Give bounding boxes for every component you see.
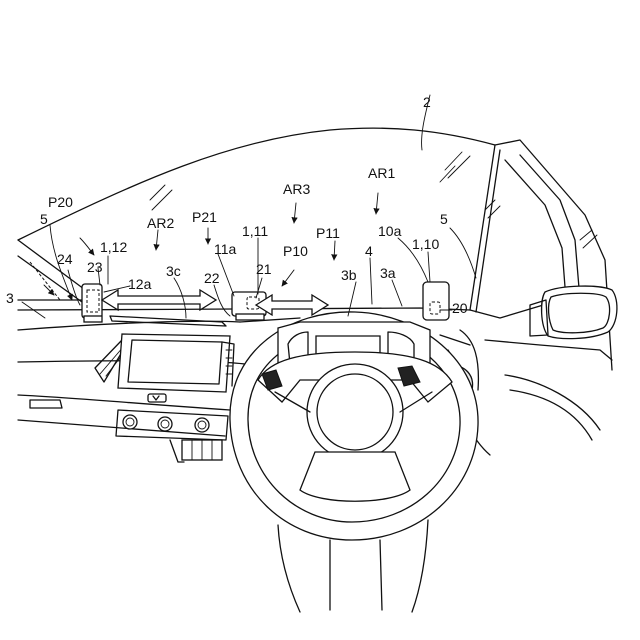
label-3c: 3c bbox=[166, 263, 181, 279]
reference-labels: 2 AR1 AR3 P20 AR2 P21 5 5 1,11 P11 10a 1… bbox=[6, 94, 468, 316]
label-p20: P20 bbox=[48, 194, 73, 210]
climate-controls bbox=[115, 393, 229, 463]
label-3: 3 bbox=[6, 290, 14, 306]
label-1-11: 1,11 bbox=[242, 223, 268, 239]
label-4: 4 bbox=[365, 243, 373, 259]
label-2: 2 bbox=[423, 94, 431, 110]
label-ar1: AR1 bbox=[368, 165, 395, 181]
label-p11: P11 bbox=[316, 225, 340, 241]
movement-arrow-center bbox=[254, 293, 330, 317]
label-1-10: 1,10 bbox=[412, 236, 439, 252]
label-5-left: 5 bbox=[40, 211, 48, 227]
label-12a: 12a bbox=[128, 276, 152, 292]
label-22: 22 bbox=[204, 270, 220, 286]
device-1-12 bbox=[81, 283, 103, 323]
label-p10: P10 bbox=[283, 243, 308, 259]
label-21: 21 bbox=[256, 261, 272, 277]
label-20: 20 bbox=[452, 300, 468, 316]
label-10a: 10a bbox=[378, 223, 402, 239]
label-3b: 3b bbox=[341, 267, 357, 283]
steering-wheel bbox=[229, 311, 479, 613]
label-1-12: 1,12 bbox=[100, 239, 127, 255]
label-p21: P21 bbox=[192, 209, 217, 225]
device-1-10 bbox=[422, 281, 450, 321]
center-display bbox=[117, 333, 235, 393]
movement-arrow-left bbox=[100, 288, 218, 312]
left-pillar bbox=[17, 239, 89, 303]
side-door bbox=[469, 154, 618, 441]
label-5-right: 5 bbox=[440, 211, 448, 227]
label-3a: 3a bbox=[380, 265, 396, 281]
leader-lines bbox=[21, 94, 477, 319]
label-ar3: AR3 bbox=[283, 181, 310, 197]
label-11a: 11a bbox=[214, 241, 237, 257]
label-24: 24 bbox=[57, 251, 73, 267]
label-23: 23 bbox=[87, 259, 103, 275]
label-ar2: AR2 bbox=[147, 215, 174, 231]
